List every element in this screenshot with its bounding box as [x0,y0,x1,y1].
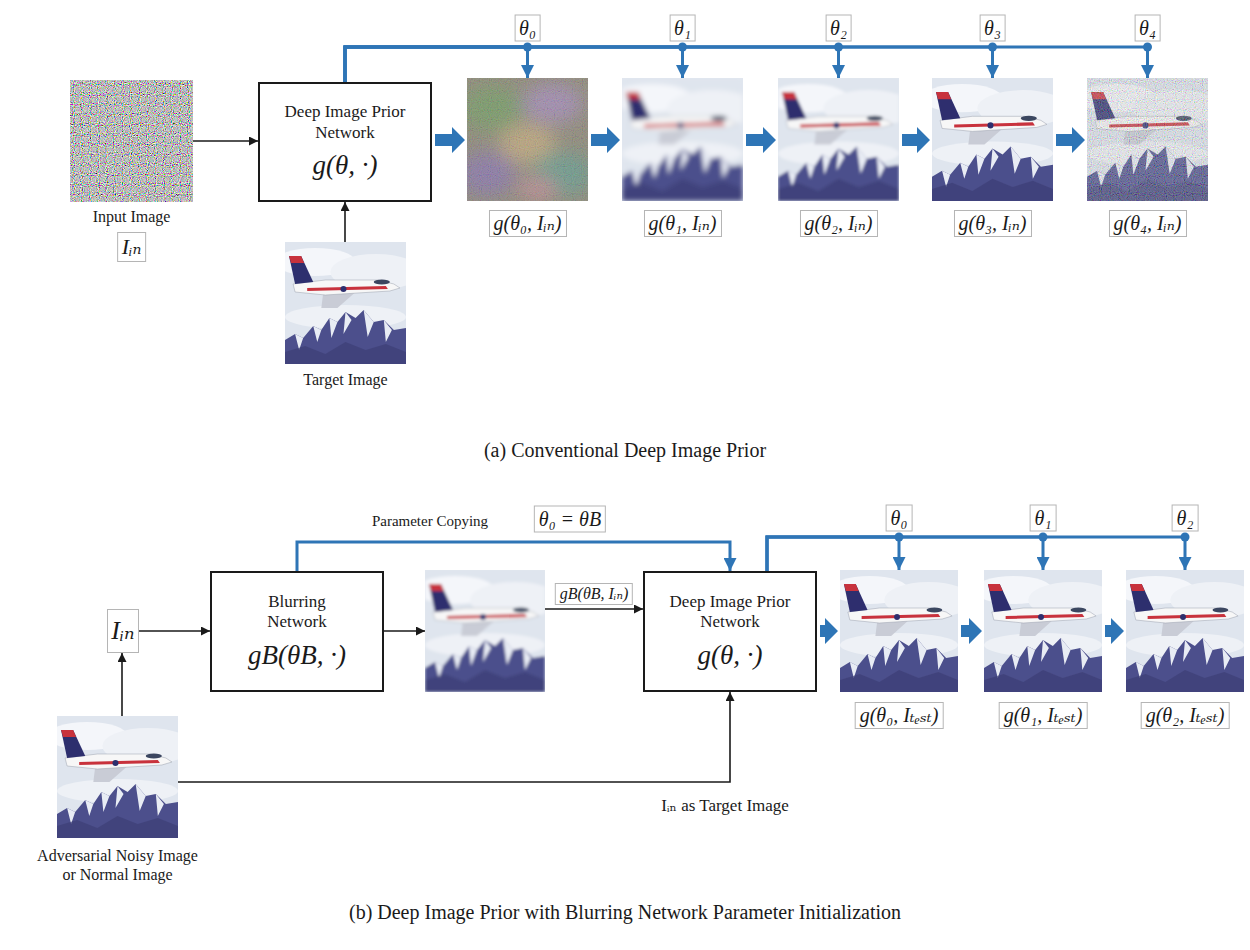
connector [193,140,258,142]
math-caption: g(θ₁, Iᵢₙ) [643,210,721,237]
flow-arrow [746,127,776,153]
equation-label: gB(θB, Iᵢₙ) [555,583,633,605]
noise-image [70,80,193,202]
connector [121,653,123,716]
figure-caption: (a) Conventional Deep Image Prior [484,438,766,462]
parameter-line [345,47,683,82]
flow-arrow [591,127,620,153]
parameter-line [345,47,993,82]
airplane-photo [932,78,1053,201]
airplane-photo [622,78,743,201]
math-caption: Iᵢₙ [117,232,147,262]
math-label: Iᵢₙ [111,615,134,646]
math-caption: g(θ₂, Iᵢₙ) [799,210,877,237]
edge-label: θ₄ [1134,15,1161,42]
output-image: g(θ₂, Iₜₑₛₜ) [1126,570,1244,692]
output-image: g(θ₁, Iₜₑₛₜ) [984,570,1102,692]
airplane-photo [840,570,958,692]
math-label: g(θ, ·) [313,149,378,181]
parameter-line [297,542,730,571]
box-label: Blurring Network [247,592,347,633]
figure-caption: (b) Deep Image Prior with Blurring Netwo… [349,900,901,924]
flow-arrow [820,618,838,644]
input-symbol: Iᵢₙ [107,609,139,653]
connector-arrow [384,630,425,632]
edge-label: θ₂ [1172,505,1199,532]
math-caption: g(θ₃, Iᵢₙ) [953,210,1031,237]
network-box: Deep Image Prior Network g(θ, ·) [643,571,817,692]
math-caption: g(θ₁, Iₜₑₛₜ) [999,702,1088,729]
edge-label: Parameter Copying [372,512,488,530]
output-image: g(θ₂, Iᵢₙ) [778,78,899,201]
target-image: Target Image [285,242,406,364]
connector [178,692,730,782]
parameter-line [767,537,1185,571]
math-caption: g(θ₄, Iᵢₙ) [1108,210,1186,237]
airplane-photo [57,716,178,838]
connector [344,202,346,242]
parameter-line [767,537,1043,571]
edge-label: Iᵢₙ as Target Image [661,796,789,816]
network-box: Deep Image Prior Network g(θ, ·) [258,82,432,202]
edge-label: θ₃ [979,15,1006,42]
edge-label: θ₀ [886,505,913,532]
output-image: g(θ₀, Iₜₑₛₜ) [840,570,958,692]
image-caption: Adversarial Noisy Image or Normal Image [30,846,205,884]
equation-label: θ₀ = θB [534,506,606,533]
flow-arrow [1105,618,1124,644]
flow-arrow [902,127,930,153]
input-image: Input ImageIᵢₙ [70,80,193,202]
network-box: Blurring Network gB(θB, ·) [210,571,384,692]
flow-arrow [1056,127,1085,153]
edge-label: θ₁ [669,15,696,42]
image-caption: Target Image [303,370,387,389]
blurred-photo [425,570,545,692]
bus-dots [523,43,1190,542]
connector-arrow [545,608,643,610]
flow-arrow [435,127,465,153]
math-caption: g(θ₀, Iₜₑₛₜ) [855,702,944,729]
parameter-line [345,47,528,82]
output-image: g(θ₄, Iᵢₙ) [1087,78,1208,201]
airplane-photo [1126,570,1244,692]
airplane-photo [984,570,1102,692]
noisy-airplane-photo [1087,78,1208,201]
airplane-photo [285,242,406,364]
parameter-line [345,47,839,82]
edge-label: θ₂ [825,15,852,42]
box-label: Deep Image Prior Network [665,592,795,633]
edge-label: θ₁ [1030,505,1057,532]
box-label: Deep Image Prior Network [280,102,410,143]
airplane-photo [778,78,899,201]
input-image: Adversarial Noisy Image or Normal Image [57,716,178,838]
connector [139,630,210,632]
parameter-line [345,47,1148,82]
output-image: g(θ₃, Iᵢₙ) [932,78,1053,201]
output-image: g(θ₁, Iᵢₙ) [622,78,743,201]
math-caption: g(θ₀, Iᵢₙ) [488,210,566,237]
flow-arrow [961,618,982,644]
blurry-output [467,78,588,201]
math-caption: g(θ₂, Iₜₑₛₜ) [1141,702,1230,729]
output-image: g(θ₀, Iᵢₙ) [467,78,588,201]
math-label: g(θ, ·) [698,639,763,671]
math-label: gB(θB, ·) [248,639,346,671]
edge-label: θ₀ [514,15,541,42]
parameter-line [767,537,899,571]
image-caption: Input Image [93,207,171,226]
